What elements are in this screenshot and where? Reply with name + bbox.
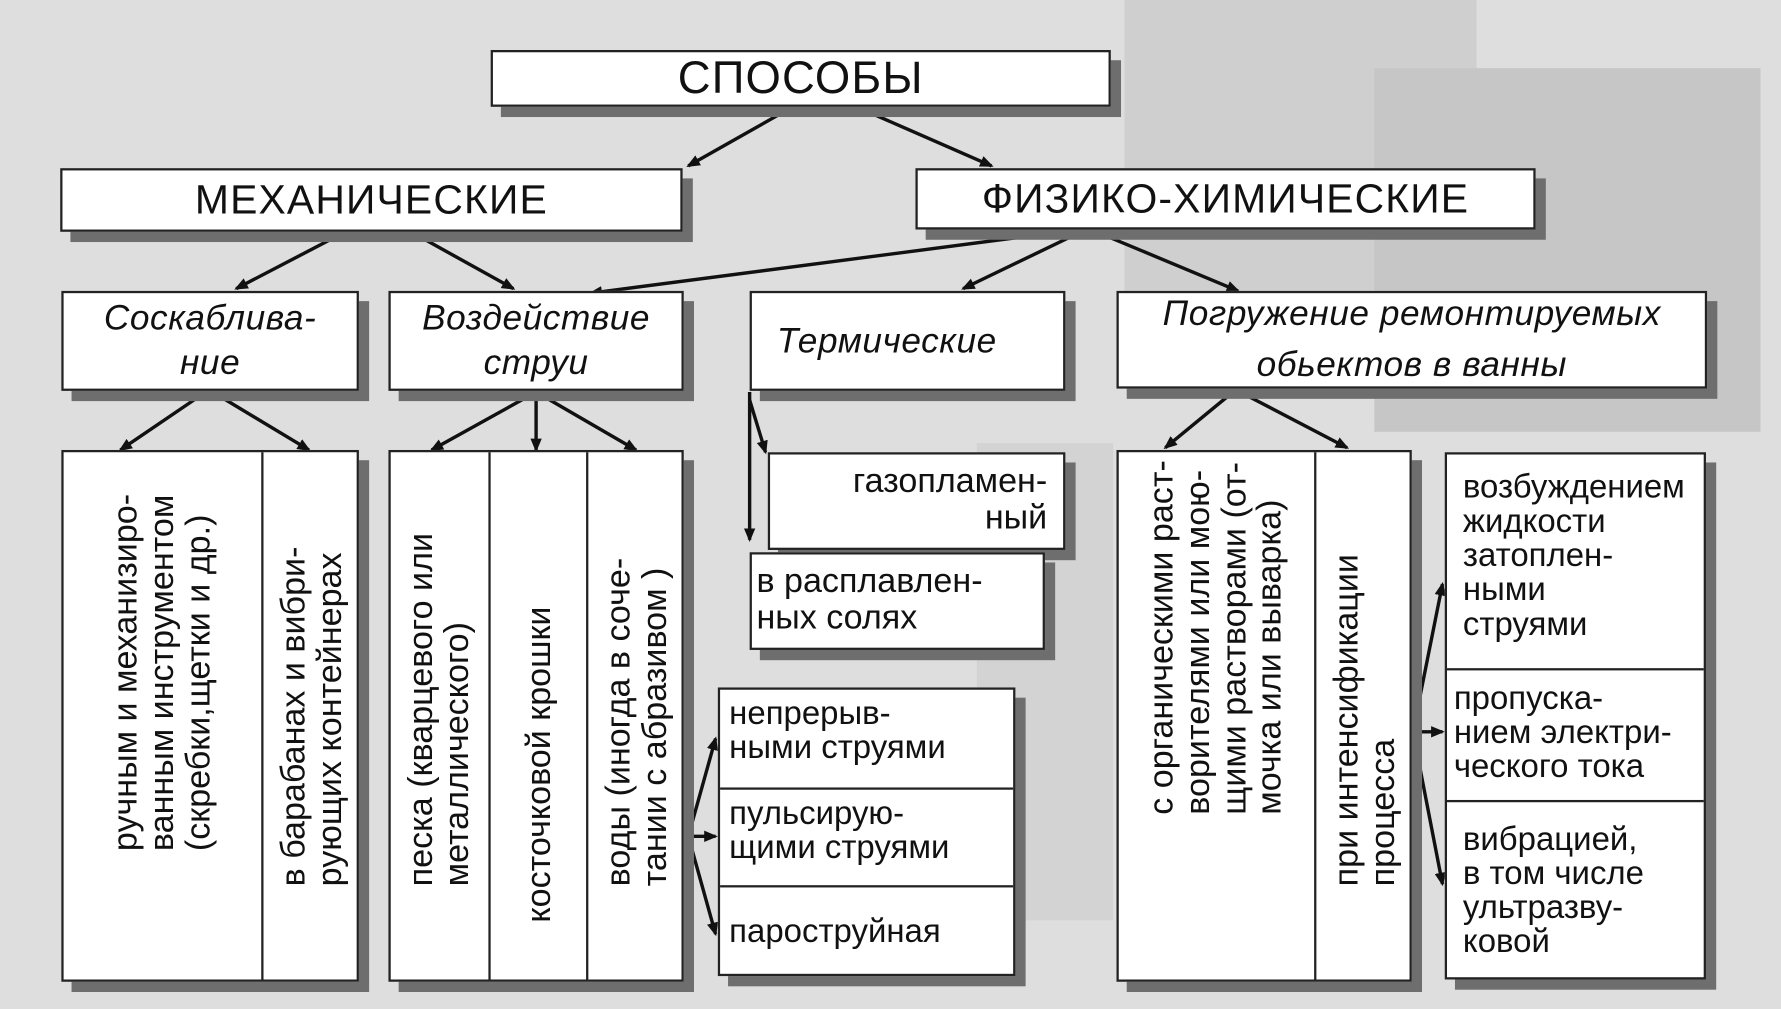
arrow-jet-to-water — [535, 390, 639, 452]
scraping-leaves: ручным и механизиро- ванным инструментом… — [61, 449, 361, 982]
leaf-text: пароструйная — [729, 913, 941, 950]
scraping-leaf-drums: в барабанах и вибри- рующих контейнерах — [261, 452, 361, 980]
leaf-text: с органическими раст- ворителями или мою… — [1143, 459, 1289, 815]
mechanical-node: МЕХАНИЧЕСКИЕ — [60, 168, 683, 232]
physchem-label: ФИЗИКО-ХИМИЧЕСКИЕ — [981, 174, 1470, 222]
leaf-text: воды (иногда в соче- тании с абразивом ) — [599, 558, 674, 887]
water-jet-types: непрерыв- ными струями пульсирую- щими с… — [717, 687, 1016, 977]
jet-type-pulsing: пульсирую- щими струями — [720, 787, 1014, 885]
leaf-text: пульсирую- щими струями — [729, 795, 950, 867]
leaf-text: вибрацией, в том числе ультразву- ковой — [1462, 821, 1644, 961]
arrow-root-to-physchem — [855, 105, 994, 168]
immersion-label: Погружение ремонтируемых обьектов в ванн… — [1162, 293, 1661, 385]
method-flooded-jets: возбуждением жидкости затоплен- ными стр… — [1447, 455, 1704, 669]
arrow-immersion-to-leaf2 — [1234, 388, 1350, 450]
jet-node: Воздействие струи — [388, 290, 684, 391]
mechanical-label: МЕХАНИЧЕСКИЕ — [194, 176, 548, 223]
jet-leaves: песка (кварцевого или металлического) ко… — [388, 449, 686, 982]
arrow-jet-to-sand — [429, 390, 537, 452]
jet-type-steam: пароструйная — [720, 885, 1014, 976]
leaf-text: косточковой крошки — [520, 606, 558, 923]
arrow-root-to-mechanical — [686, 105, 794, 168]
leaf-text: пропуска- нием электри- ческого тока — [1453, 680, 1672, 786]
scraping-label: Соскаблива- ние — [103, 297, 317, 382]
arrow-mech-to-jet — [408, 229, 516, 291]
arrow-water-to-continuous — [686, 736, 718, 837]
leaf-text: в расплавлен- ных солях — [756, 562, 983, 637]
method-electric-current: пропуска- нием электри- ческого тока — [1447, 668, 1704, 800]
arrow-physchem-to-immersion — [1087, 226, 1241, 293]
jet-label: Воздействие струи — [422, 297, 651, 382]
leaf-text: в барабанах и вибри- рующих контейнерах — [275, 547, 349, 887]
thermal-leaf-gas: газопламен- ный — [767, 452, 1066, 550]
arrow-scraping-to-leaf1 — [118, 388, 210, 452]
jet-leaf-pits: косточковой крошки — [488, 452, 588, 980]
leaf-text: ручным и механизиро- ванным инструментом… — [107, 493, 217, 851]
leaf-text: возбуждением жидкости затоплен- ными стр… — [1462, 469, 1685, 643]
arrow-physchem-to-jet — [588, 226, 1089, 298]
scraping-node: Соскаблива- ние — [61, 290, 359, 391]
leaf-text: песка (кварцевого или металлического) — [402, 533, 476, 887]
immersion-leaf-intensification: при интенсификации процесса — [1314, 452, 1414, 980]
leaf-text: при интенсификации процесса — [1327, 554, 1402, 887]
root-label: СПОСОБЫ — [677, 52, 924, 103]
jet-leaf-sand: песка (кварцевого или металлического) — [391, 452, 489, 979]
arrow-physchem-to-thermal — [961, 226, 1089, 291]
immersion-leaves: с органическими раст- ворителями или мою… — [1116, 449, 1414, 982]
thermal-leaf-salts: в расплавлен- ных солях — [749, 552, 1045, 650]
arrow-intens-to-flooded — [1411, 581, 1446, 733]
arrow-immersion-to-leaf1 — [1163, 388, 1237, 450]
arrow-thermal-to-gas — [747, 399, 768, 455]
arrow-water-to-steam — [686, 835, 718, 937]
leaf-text: непрерыв- ными струями — [729, 695, 946, 767]
scraping-leaf-manual: ручным и механизиро- ванным инструментом… — [64, 452, 262, 979]
method-vibration: вибрацией, в том числе ультразву- ковой — [1447, 799, 1704, 980]
immersion-node: Погружение ремонтируемых обьектов в ванн… — [1116, 290, 1708, 389]
jet-leaf-water: воды (иногда в соче- тании с абразивом ) — [586, 452, 686, 980]
arrow-intens-to-vibration — [1411, 731, 1446, 887]
immersion-leaf-solvents: с органическими раст- ворителями или мою… — [1119, 452, 1314, 979]
thermal-label: Термические — [776, 320, 997, 360]
root-node: СПОСОБЫ — [490, 49, 1111, 107]
leaf-text: газопламен- ный — [852, 462, 1048, 537]
arrow-mech-to-scraping — [234, 229, 349, 291]
arrow-scraping-to-leaf2 — [208, 388, 311, 452]
physchem-node: ФИЗИКО-ХИМИЧЕСКИЕ — [915, 168, 1536, 230]
intensification-methods: возбуждением жидкости затоплен- ными стр… — [1444, 452, 1706, 980]
thermal-node: Термические — [749, 290, 1066, 391]
jet-type-continuous: непрерыв- ными струями — [720, 690, 1013, 788]
